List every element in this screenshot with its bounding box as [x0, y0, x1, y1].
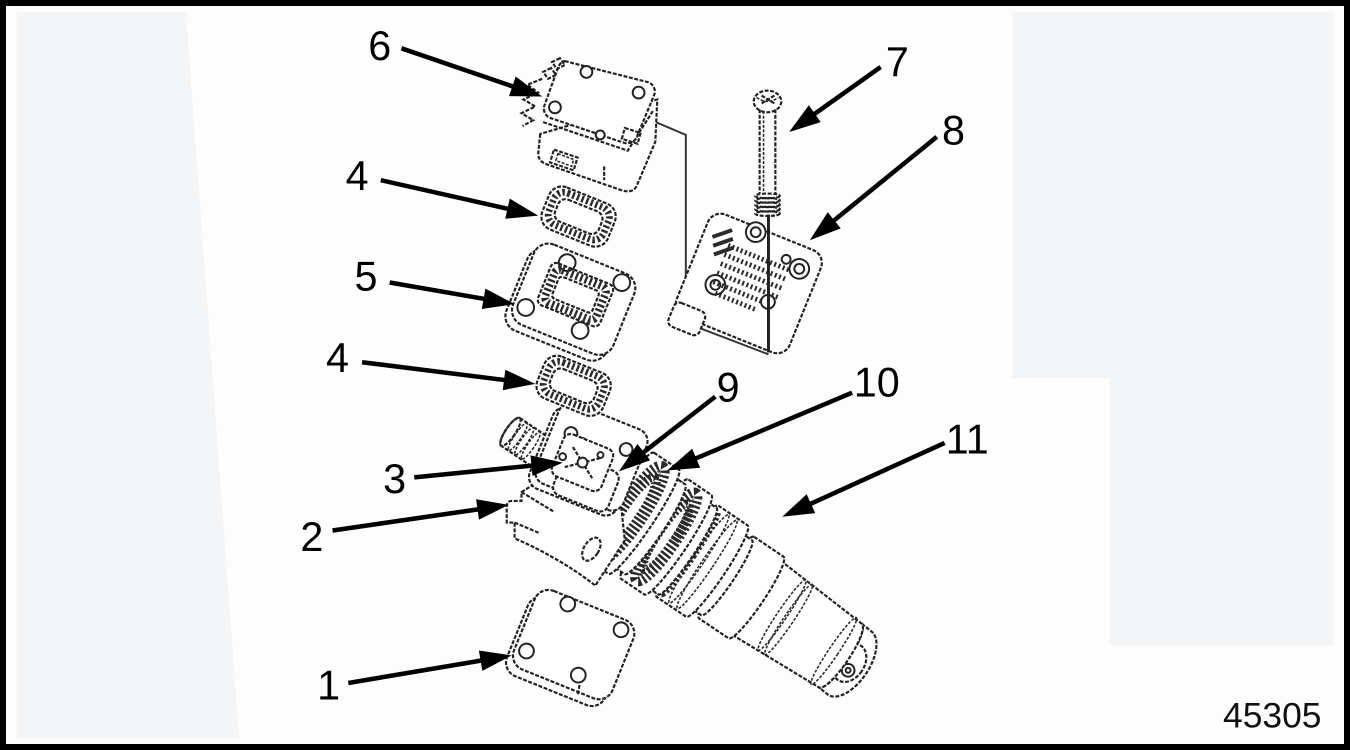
- callout-1-label: 1: [317, 663, 340, 709]
- callout-9: 9: [618, 365, 740, 472]
- cover-plate: [504, 588, 636, 708]
- follower-screw: [752, 89, 783, 353]
- callout-arrow-line: [380, 177, 512, 212]
- callout-8: 8: [809, 108, 965, 241]
- collar-lower: [697, 535, 786, 640]
- callout-arrowhead-icon: [809, 212, 841, 241]
- callout-arrow-line: [400, 46, 517, 90]
- callout-7: 7: [789, 39, 909, 132]
- callout-5: 5: [355, 253, 515, 309]
- callout-7-label: 7: [886, 39, 909, 85]
- callout-arrow-line: [639, 394, 717, 457]
- callout-arrowhead-icon: [530, 455, 563, 476]
- callout-6-label: 6: [368, 23, 391, 69]
- callout-arrowhead-icon: [502, 369, 536, 391]
- parts-drawing: [499, 56, 878, 708]
- callout-arrow-line: [829, 135, 939, 225]
- callout-arrowhead-icon: [481, 288, 515, 309]
- callout-arrow-line: [332, 506, 482, 533]
- callout-10: 10: [667, 360, 900, 471]
- follower-plate: [667, 212, 823, 355]
- callout-3-label: 3: [383, 456, 406, 502]
- callout-10-label: 10: [854, 360, 900, 406]
- callout-5-label: 5: [355, 253, 378, 299]
- callout-4: 4: [326, 335, 536, 391]
- callout-9-label: 9: [717, 365, 740, 411]
- callout-1: 1: [317, 650, 512, 709]
- callout-arrow-line: [347, 657, 485, 686]
- figure-number: 45305: [1223, 695, 1321, 735]
- callout-arrowhead-icon: [509, 76, 543, 97]
- gasket-lower: [535, 354, 612, 418]
- solenoid-assembly: [519, 56, 659, 193]
- callout-4-label: 4: [326, 335, 349, 381]
- callout-arrow-line: [361, 359, 509, 383]
- gasket-upper: [540, 185, 617, 248]
- callout-11: 11: [782, 417, 989, 517]
- callout-arrowhead-icon: [789, 105, 821, 132]
- scan-shading: [16, 11, 1334, 739]
- callout-arrowhead-icon: [618, 443, 651, 472]
- callout-2-label: 2: [300, 514, 323, 560]
- callout-arrow-line: [810, 65, 882, 118]
- callout-arrow-line: [389, 280, 488, 302]
- callout-11-label: 11: [946, 417, 989, 463]
- callout-arrow-line: [806, 440, 946, 508]
- injector-barrel-group: [499, 416, 878, 698]
- callout-3: 3: [383, 455, 563, 502]
- callout-arrowhead-icon: [782, 494, 816, 517]
- callout-arrow-line: [414, 463, 536, 480]
- callout-4-label: 4: [346, 153, 369, 199]
- callout-8-label: 8: [942, 108, 965, 154]
- callout-arrow-line: [691, 390, 853, 462]
- callout-arrowhead-icon: [478, 650, 512, 671]
- callout-arrowhead-icon: [505, 198, 539, 219]
- callout-6: 6: [368, 23, 543, 97]
- check-valve-poppet: [550, 432, 620, 513]
- callout-arrowhead-icon: [476, 499, 509, 520]
- callout-arrowhead-icon: [667, 448, 701, 471]
- callout-2: 2: [300, 499, 509, 560]
- callout-4: 4: [346, 153, 539, 219]
- spacer-plate: [504, 242, 637, 362]
